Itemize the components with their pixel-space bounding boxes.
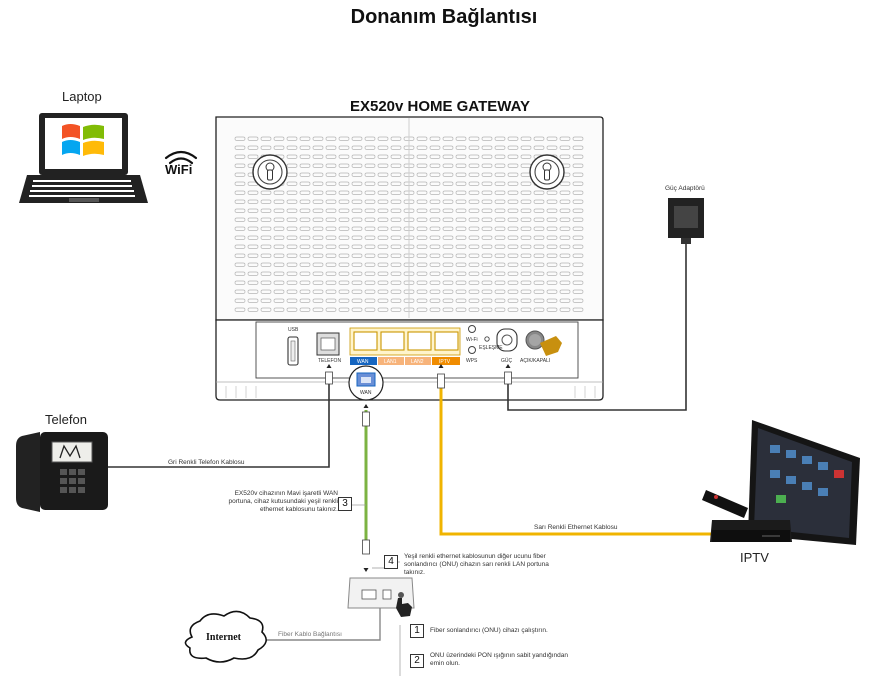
laptop-icon <box>19 113 148 203</box>
wan-callout-label: WAN <box>360 390 372 396</box>
step-1-number: 1 <box>410 624 424 638</box>
laptop-label: Laptop <box>62 89 102 104</box>
wall-mount-left-icon <box>252 154 288 190</box>
wps-led-label: WPS <box>466 358 478 364</box>
acik-kapali-label: AÇIK/KAPALI <box>520 358 551 364</box>
ethernet-ports <box>349 327 461 365</box>
step-3-text: EX520v cihazının Mavi işaretli WAN portu… <box>228 490 338 513</box>
wifi-led-label: Wi-Fi <box>466 337 478 343</box>
gateway-device <box>215 116 604 401</box>
page-title: Donanım Bağlantısı <box>350 6 538 28</box>
lan2-port-label: LAN2 <box>411 358 424 365</box>
step-3-number: 3 <box>338 497 352 511</box>
iptv-label: IPTV <box>740 550 769 565</box>
gateway-title: EX520v HOME GATEWAY <box>349 98 531 115</box>
step-4-text: Yeşil renkli ethernet kablosunun diğer u… <box>404 553 549 576</box>
step-1-text: Fiber sonlandırıcı (ONU) cihazı çalıştır… <box>430 627 548 634</box>
iptv-port-label: IPTV <box>439 358 451 365</box>
wall-mount-right-icon <box>529 154 565 190</box>
power-adapter-label: Güç Adaptörü <box>665 185 705 192</box>
step-4-number: 4 <box>384 555 398 569</box>
telefon-label: Telefon <box>45 412 87 427</box>
wifi-label: WiFi <box>165 162 193 177</box>
wifi-icon <box>164 150 198 165</box>
guc-label: GÜÇ <box>501 358 513 364</box>
step-2-text: ONU üzerindeki PON ışığının sabit yandığ… <box>430 652 569 667</box>
onu-device-icon <box>347 577 415 609</box>
phone-cable-label: Gri Renkli Telefon Kablosu <box>168 459 245 466</box>
internet-cloud-icon <box>184 610 267 663</box>
usb-port-label: USB <box>288 327 299 333</box>
iptv-box-icon <box>710 520 792 542</box>
wan-callout <box>348 365 384 401</box>
yellow-cable-label: Sarı Renkli Ethernet Kablosu <box>534 524 618 531</box>
internet-label: Internet <box>206 632 241 643</box>
fiber-cable-label: Fiber Kablo Bağlantısı <box>278 631 342 638</box>
step-2-number: 2 <box>410 654 424 668</box>
eslesme-label: EŞLEŞME <box>479 345 503 351</box>
wan-port-label: WAN <box>357 358 369 365</box>
power-adapter-icon <box>668 198 704 244</box>
telephone-icon <box>16 432 108 512</box>
cable-plugs <box>325 371 512 555</box>
telefon-port-label: TELEFON <box>318 358 342 364</box>
power-switch-hand-icon <box>540 336 562 356</box>
remote-control-icon <box>702 490 748 518</box>
lan1-port-label: LAN1 <box>384 358 397 365</box>
tv-icon <box>748 420 860 545</box>
hand-pointer-icon <box>396 598 412 617</box>
